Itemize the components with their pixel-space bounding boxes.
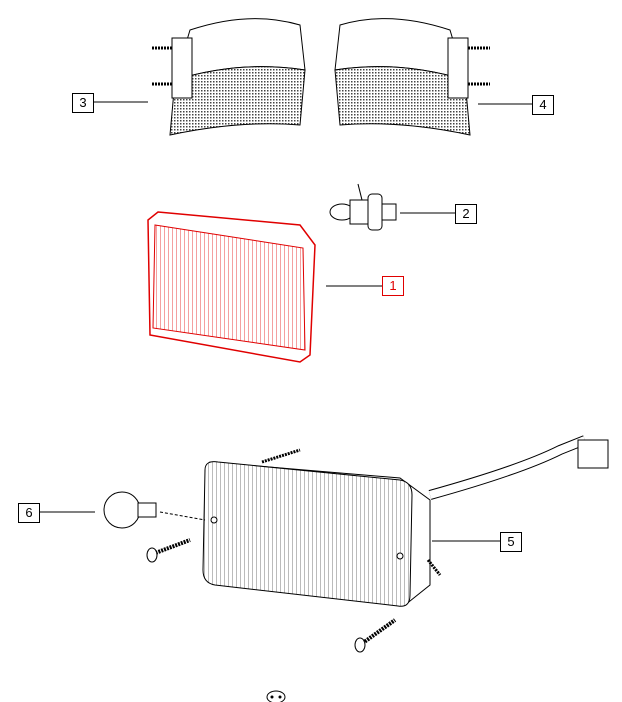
headlamp-bulb <box>329 183 397 231</box>
left-fog-lamp-cover <box>152 18 306 136</box>
callout-3[interactable]: 3 <box>72 93 94 113</box>
right-fog-lamp-cover <box>334 18 490 136</box>
headlamp-lens-highlighted <box>147 211 316 363</box>
logo-icon <box>266 690 286 702</box>
callout-6[interactable]: 6 <box>18 503 40 523</box>
callout-1[interactable]: 1 <box>382 276 404 296</box>
callout-5[interactable]: 5 <box>500 532 522 552</box>
callout-2[interactable]: 2 <box>455 204 477 224</box>
callout-4[interactable]: 4 <box>532 95 554 115</box>
fog-lamp-assembly <box>146 435 609 653</box>
fog-lamp-bulb <box>103 491 206 529</box>
